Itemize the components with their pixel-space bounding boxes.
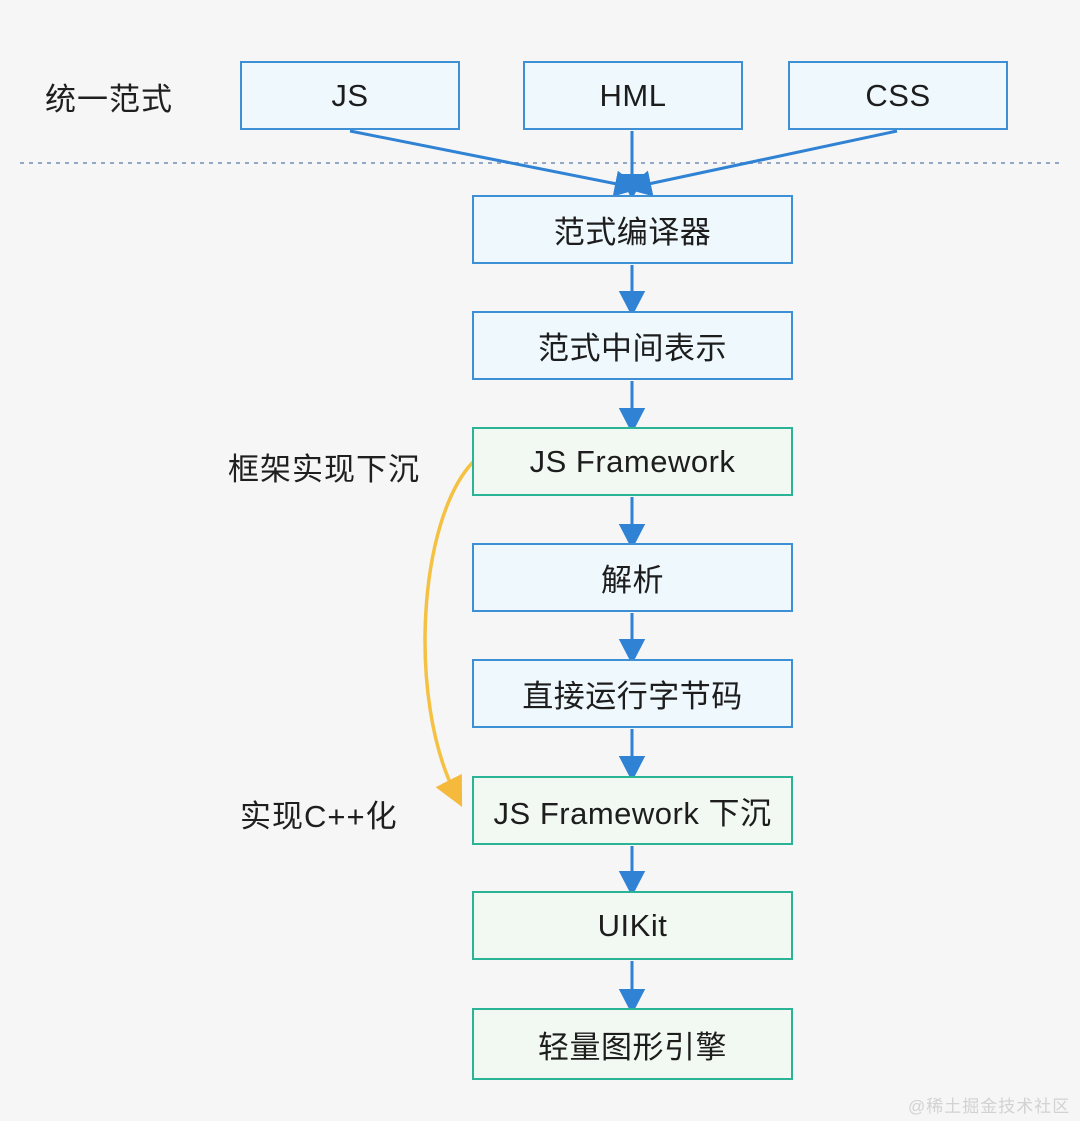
node-js-framework[interactable]: JS Framework — [472, 427, 793, 496]
node-lightweight-graphics-engine: 轻量图形引擎 — [472, 1008, 793, 1080]
edge-css-to-compiler — [625, 129, 898, 197]
label-unified-paradigm: 统一范式 — [45, 82, 173, 117]
node-paradigm-compiler[interactable]: 范式编译器 — [472, 195, 793, 264]
annotation-cpp-implementation: 实现C++化 — [240, 799, 398, 834]
node-hml[interactable]: HML — [523, 61, 743, 130]
node-paradigm-ir[interactable]: 范式中间表示 — [472, 311, 793, 380]
node-uikit[interactable]: UIKit — [472, 891, 793, 960]
watermark: @稀土掘金技术社区 — [908, 1097, 1071, 1116]
edge-js-to-compiler — [349, 129, 641, 197]
node-js[interactable]: JS — [240, 61, 460, 130]
node-parse[interactable]: 解析 — [472, 543, 793, 612]
node-css[interactable]: CSS — [788, 61, 1008, 130]
annotation-framework-sink: 框架实现下沉 — [228, 452, 420, 487]
edge-orange-framework-sink — [423, 460, 475, 808]
node-js-framework-sink[interactable]: JS Framework 下沉 — [472, 776, 793, 845]
node-direct-bytecode[interactable]: 直接运行字节码 — [472, 659, 793, 728]
